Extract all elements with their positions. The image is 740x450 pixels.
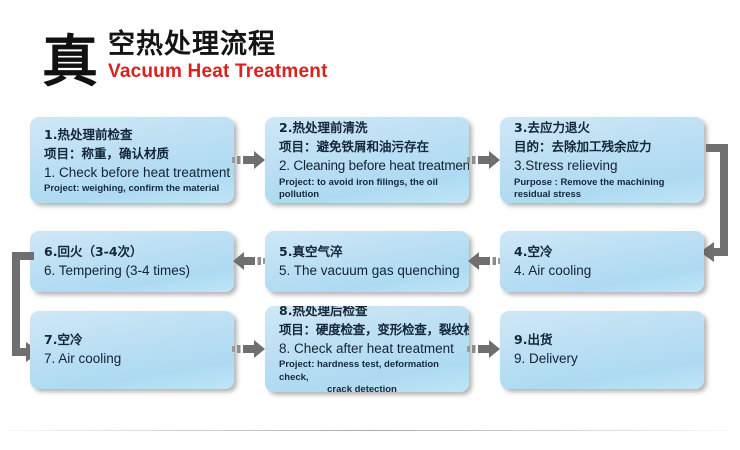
step-1-cn-title: 1.热处理前检查 — [44, 126, 133, 142]
connector-8-9-arrow-icon — [467, 338, 501, 360]
logo-character: 真 — [42, 30, 98, 96]
process-step-1[interactable]: 1.热处理前检查 项目：称重，确认材质 1. Check before heat… — [30, 117, 234, 203]
process-step-9[interactable]: 9.出货 9. Delivery — [500, 311, 704, 389]
step-2-en-detail: Project: to avoid iron filings, the oil … — [279, 176, 438, 201]
process-step-6[interactable]: 6.回火（3-4次） 6. Tempering (3-4 times) — [30, 231, 234, 292]
step-1-en-detail: Project: weighing, confirm the material — [44, 182, 220, 194]
title-block: 空热处理流程 Vacuum Heat Treatment — [108, 29, 328, 86]
step-4-cn-title: 4.空冷 — [514, 243, 553, 259]
connector-3-4-bracket-icon — [694, 140, 738, 268]
step-6-en-title: 6. Tempering (3-4 times) — [44, 262, 191, 278]
step-7-en-title: 7. Air cooling — [44, 351, 122, 367]
step-5-cn-title: 5.真空气淬 — [279, 243, 343, 259]
step-8-cn-title: 8.热处理后检查 — [279, 306, 368, 319]
connector-6-7-bracket-icon — [2, 248, 46, 368]
process-step-7[interactable]: 7.空冷 7. Air cooling — [30, 311, 234, 389]
step-8-en-detail: Project: hardness test, deformation chec… — [279, 359, 439, 383]
step-4-en-title: 4. Air cooling — [514, 262, 592, 278]
step-2-cn-detail: 项目：避免铁屑和油污存在 — [279, 139, 430, 155]
connector-7-8-arrow-icon — [232, 338, 266, 360]
step-7-cn-title: 7.空冷 — [44, 332, 83, 348]
process-step-5[interactable]: 5.真空气淬 5. The vacuum gas quenching — [265, 231, 469, 292]
step-9-en-title: 9. Delivery — [514, 351, 578, 367]
process-step-8[interactable]: 8.热处理后检查 项目：硬度检查，变形检查，裂纹检查 8. Check afte… — [265, 306, 469, 392]
connector-4-5-arrow-icon — [467, 250, 501, 272]
step-1-en-title: 1. Check before heat treatment — [44, 164, 231, 180]
step-3-en-title: 3.Stress relieving — [514, 158, 618, 174]
page-title-english: Vacuum Heat Treatment — [108, 61, 328, 83]
step-3-en-detail: Purpose : Remove the machining residual … — [514, 176, 665, 201]
connector-5-6-arrow-icon — [232, 250, 266, 272]
page-title-chinese: 空热处理流程 — [108, 29, 276, 60]
process-step-2[interactable]: 2.热处理前清洗 项目：避免铁屑和油污存在 2. Cleaning before… — [265, 117, 469, 203]
step-5-en-title: 5. The vacuum gas quenching — [279, 262, 460, 278]
step-9-cn-title: 9.出货 — [514, 332, 553, 348]
step-3-cn-title: 3.去应力退火 — [514, 120, 590, 136]
step-2-en-title: 2. Cleaning before heat treatment — [279, 158, 469, 174]
step-6-cn-title: 6.回火（3-4次） — [44, 243, 143, 259]
step-1-cn-detail: 项目：称重，确认材质 — [44, 145, 170, 161]
step-3-cn-detail: 目的：去除加工残余应力 — [514, 139, 652, 155]
page-header: 真 空热处理流程 Vacuum Heat Treatment — [42, 29, 328, 96]
connector-2-3-arrow-icon — [467, 149, 501, 171]
process-step-4[interactable]: 4.空冷 4. Air cooling — [500, 231, 704, 292]
step-8-en-title: 8. Check after heat treatment — [279, 341, 454, 357]
footer-divider — [8, 430, 732, 431]
connector-1-2-arrow-icon — [232, 149, 266, 171]
step-8-cn-detail: 项目：硬度检查，变形检查，裂纹检查 — [279, 322, 469, 338]
step-8-en-detail-line2: crack detection — [327, 384, 397, 392]
step-2-cn-title: 2.热处理前清洗 — [279, 120, 368, 136]
process-step-3[interactable]: 3.去应力退火 目的：去除加工残余应力 3.Stress relieving P… — [500, 117, 704, 203]
